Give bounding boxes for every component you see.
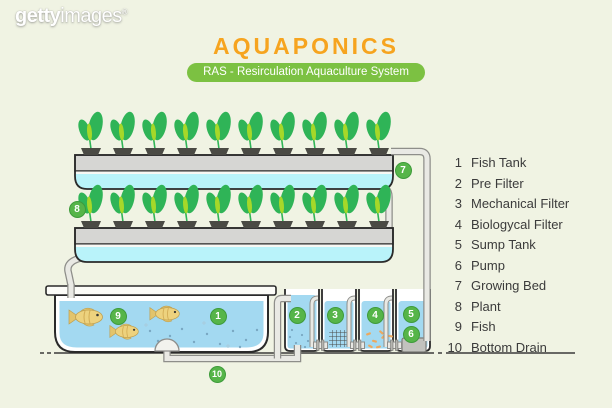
watermark-light: images	[60, 5, 122, 27]
marker-9-fish: 9	[109, 307, 127, 325]
plant-icon	[363, 109, 394, 156]
legend-item: 9 Fish	[441, 317, 569, 338]
plant-icon	[331, 109, 362, 156]
legend-item-label: Fish Tank	[471, 155, 527, 170]
plant-icon	[331, 182, 362, 229]
subtitle-wrap: RAS - Resirculation Aquaculture System	[0, 62, 612, 82]
legend-item-label: Plant	[471, 298, 501, 314]
marker-10-bottom-drain: 10	[208, 365, 226, 383]
marker-4-biological-filter: 4	[366, 307, 384, 324]
legend-item-label: Pump	[471, 257, 505, 273]
plant-icon	[139, 182, 170, 229]
registered-mark: ®	[121, 7, 128, 17]
watermark-bold: getty	[15, 5, 61, 27]
page-title: AQUAPONICS	[213, 33, 399, 59]
growing-bed-bottom	[74, 182, 394, 263]
marker-6-pump: 6	[402, 325, 420, 343]
marker-2-pre-filter: 2	[288, 307, 306, 324]
pipe-pump-riser	[391, 147, 431, 341]
bottom-drain-dome	[154, 338, 180, 352]
marker-3-mechanical-filter: 3	[326, 307, 344, 324]
legend-item-number: 10	[447, 339, 462, 355]
legend-item-label: Sump Tank	[471, 237, 536, 252]
plant-icon	[107, 109, 138, 156]
legend-item-label: Mechanical Filter	[471, 196, 570, 211]
plant-icon	[203, 182, 234, 229]
legend-item-number: 5	[454, 237, 462, 252]
legend-item: 5 Sump Tank	[441, 235, 569, 256]
legend-item-label: Growing Bed	[471, 278, 547, 293]
legend-item-number: 6	[454, 257, 462, 273]
legend-item-number: 9	[454, 319, 462, 334]
subtitle-badge: RAS - Resirculation Aquaculture System	[187, 63, 425, 82]
plant-icon	[267, 109, 298, 156]
legend-item: 8 Plant	[441, 297, 569, 318]
legend-item-label: Bottom Drain	[471, 339, 547, 355]
legend-item: 7 Growing Bed	[441, 276, 569, 297]
marker-1-fish-tank: 1	[209, 307, 227, 325]
plant-icon	[171, 182, 202, 229]
filter-mesh	[329, 330, 351, 347]
tank-connectors	[313, 339, 402, 351]
legend-item-number: 1	[454, 155, 462, 170]
marker-5-sump-tank: 5	[402, 306, 420, 323]
plant-icon	[235, 109, 266, 156]
plants-row-top	[75, 109, 394, 156]
legend-item-number: 2	[454, 175, 462, 191]
plant-icon	[107, 182, 138, 229]
plant-icon	[235, 182, 266, 229]
plant-icon	[267, 182, 298, 229]
plant-icon	[299, 109, 330, 156]
legend-item-label: Pre Filter	[471, 175, 524, 191]
legend-item-number: 4	[454, 216, 462, 232]
plant-icon	[171, 109, 202, 156]
legend-item: 3 Mechanical Filter	[441, 194, 570, 215]
growing-bed-top	[74, 109, 394, 190]
pipe-bottom-drain	[163, 294, 302, 363]
legend-item-number: 8	[454, 298, 462, 314]
gettyimages-watermark: gettyimages®	[15, 5, 128, 28]
legend-list: 1 Fish Tank 2 Pre Filter 3 Mechanical Filter 4…	[441, 153, 570, 359]
plant-icon	[203, 109, 234, 156]
legend-item: 6 Pump	[441, 256, 569, 277]
standpipes	[309, 295, 393, 347]
legend-item-number: 7	[454, 278, 462, 293]
legend-item-label: Biologycal Filter	[471, 216, 563, 232]
legend-item-label: Fish	[471, 319, 496, 334]
legend-item: 2 Pre Filter	[441, 174, 569, 195]
legend-item: 10 Bottom Drain	[441, 338, 569, 359]
plant-icon	[139, 109, 170, 156]
legend-item-number: 3	[454, 196, 462, 211]
legend-item: 1 Fish Tank	[441, 153, 569, 174]
marker-7-growing-bed: 7	[394, 161, 412, 179]
legend-item: 4 Biologycal Filter	[441, 215, 569, 236]
plant-icon	[75, 109, 106, 156]
plant-icon	[299, 182, 330, 229]
plants-row-bottom	[75, 182, 394, 229]
marker-8-plant: 8	[68, 200, 86, 218]
